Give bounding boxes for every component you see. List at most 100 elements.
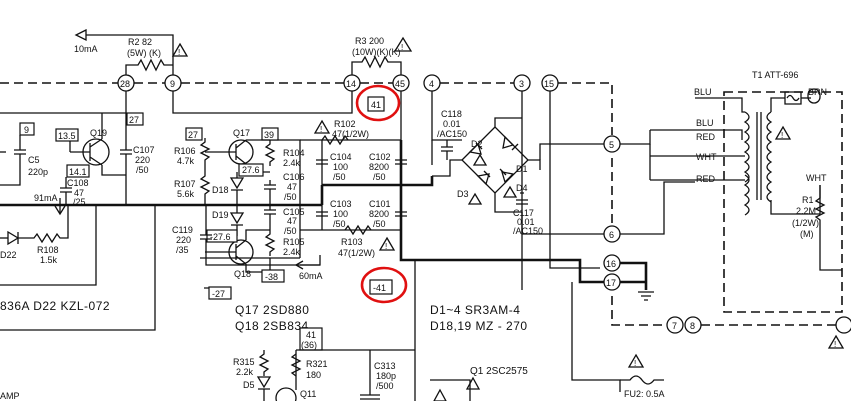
d19-label: D19 (212, 210, 229, 220)
box-m38-label: -38 (265, 272, 278, 282)
test-point-minus-38 (261, 269, 285, 283)
transistor-q18: Q18 (228, 239, 254, 279)
resistor-r102: R102 47(1/2W) ! (313, 119, 369, 146)
c104-rating: /50 (333, 172, 346, 182)
test-point-14-1 (66, 164, 90, 178)
test-point-9 (19, 122, 35, 136)
connector-node-8: 8 (684, 316, 702, 334)
c102-value: 8200 (369, 162, 389, 172)
c107-value: 220 (135, 155, 150, 165)
diodes-part-number: D1~4 SR3AM-4 (430, 303, 520, 317)
current-10ma-label: 10mA (74, 44, 98, 54)
warning-icon (433, 388, 447, 401)
d22-fragment: D22 (0, 250, 17, 260)
amp-label: AMP (0, 391, 20, 401)
test-point-minus-41: -41 (360, 266, 408, 304)
current-91ma-label: 91mA (34, 193, 58, 203)
r102-value: 47(1/2W) (332, 129, 369, 139)
current-91ma-arrow: 91mA (34, 193, 66, 216)
connector-node-4: 4 (423, 74, 441, 92)
capacitor-c101: C101 8200 /50 (369, 199, 407, 229)
warning-icon: ! (313, 119, 331, 134)
c117-label: C117 (513, 208, 534, 218)
connector-node-5: 5 (603, 135, 621, 153)
resistor-r321: R321 180 (290, 353, 328, 380)
d3-label: D3 (457, 189, 469, 199)
c107-label: C107 (133, 145, 155, 155)
resistor-r3: R3 200 (10W)(K)(K) ! (351, 36, 413, 83)
svg-text:7: 7 (672, 321, 677, 331)
d4-label: D4 (516, 183, 528, 193)
capacitor-c5: C5 220p (0, 149, 48, 186)
d18-d19-part-number: D18,19 MZ - 270 (430, 319, 528, 333)
connector-node-28: 28 (117, 74, 135, 92)
capacitor-c117: C117 0.01 /AC150 (513, 192, 543, 236)
c102-rating: /50 (373, 172, 386, 182)
svg-text:15: 15 (544, 79, 554, 89)
svg-text:41: 41 (371, 100, 381, 110)
current-60ma-label: 60mA (299, 271, 323, 281)
q18-label: Q18 (234, 269, 251, 279)
r315-label: R315 (233, 357, 255, 367)
connector-node-7: 7 (666, 316, 684, 334)
c105-value: 47 (287, 216, 297, 226)
c118-label: C118 (441, 109, 462, 119)
r1-label: R1 (802, 195, 814, 205)
part-number-left: 836A D22 KZL-072 (0, 299, 110, 313)
capacitor-c119: C119 220 /35 (172, 205, 320, 266)
box-41b-label: 41 (306, 330, 316, 340)
svg-text:4: 4 (429, 79, 434, 89)
c106-value: 47 (287, 182, 297, 192)
r105-label: R105 (283, 237, 305, 247)
r3-spec: (10W)(K)(K) (352, 47, 401, 57)
connector-node-17: 17 (603, 273, 621, 291)
c118-rating: /AC150 (437, 129, 467, 139)
q11-label: Q11 (300, 389, 316, 399)
test-point-13-5 (55, 128, 79, 142)
svg-text:!: ! (781, 131, 783, 140)
resistor-r315: R315 2.2k (233, 350, 270, 377)
svg-text:8: 8 (690, 321, 695, 331)
c5-value: 220p (28, 167, 48, 177)
svg-text:16: 16 (606, 259, 616, 269)
c313-value: 180p (376, 371, 396, 381)
resistor-r105: R105 2.4k (264, 230, 305, 257)
test-point-27-6 (238, 163, 264, 177)
r2-label: R2 82 (128, 37, 152, 47)
c103-label: C103 (330, 199, 352, 209)
r105-value: 2.4k (283, 247, 301, 257)
test-point-27b (185, 127, 203, 141)
test-point-minus-27-6 (206, 229, 238, 243)
box-m27-label: -27 (212, 289, 225, 299)
r106-label: R106 (174, 146, 196, 156)
r2-spec: (5W) (K) (127, 48, 161, 58)
box-27-6-label: 27.6 (242, 165, 260, 175)
warning-icon (472, 153, 488, 166)
c313-rating: /500 (376, 381, 394, 391)
capacitor-c107: C107 220 /50 (120, 145, 155, 205)
box-13-5-label: 13.5 (58, 131, 76, 141)
r315-value: 2.2k (236, 367, 254, 377)
connector-node-9: 9 (164, 74, 182, 92)
r1-watt: (1/2W) (792, 218, 819, 228)
q17-part-number: Q17 2SD880 (235, 303, 309, 317)
d18-label: D18 (212, 185, 229, 195)
box-m27-6-label: -27.6 (210, 232, 231, 242)
r1-type: (M) (800, 229, 814, 239)
q19-label: Q19 (90, 128, 107, 138)
c101-value: 8200 (369, 209, 389, 219)
svg-text:!: ! (401, 43, 403, 52)
q17-label: Q17 (233, 128, 250, 138)
svg-text:-41: -41 (373, 283, 386, 293)
connector-node-edge (835, 316, 851, 334)
c108-rating: /25 (73, 197, 86, 207)
box-9-label: 9 (24, 125, 29, 135)
c104-label: C104 (330, 152, 352, 162)
c119-rating: /35 (176, 245, 189, 255)
svg-text:17: 17 (606, 278, 616, 288)
svg-text:28: 28 (120, 79, 130, 89)
r1-value: 2.2M (796, 206, 816, 216)
svg-text:!: ! (320, 125, 322, 134)
c101-rating: /50 (373, 219, 386, 229)
